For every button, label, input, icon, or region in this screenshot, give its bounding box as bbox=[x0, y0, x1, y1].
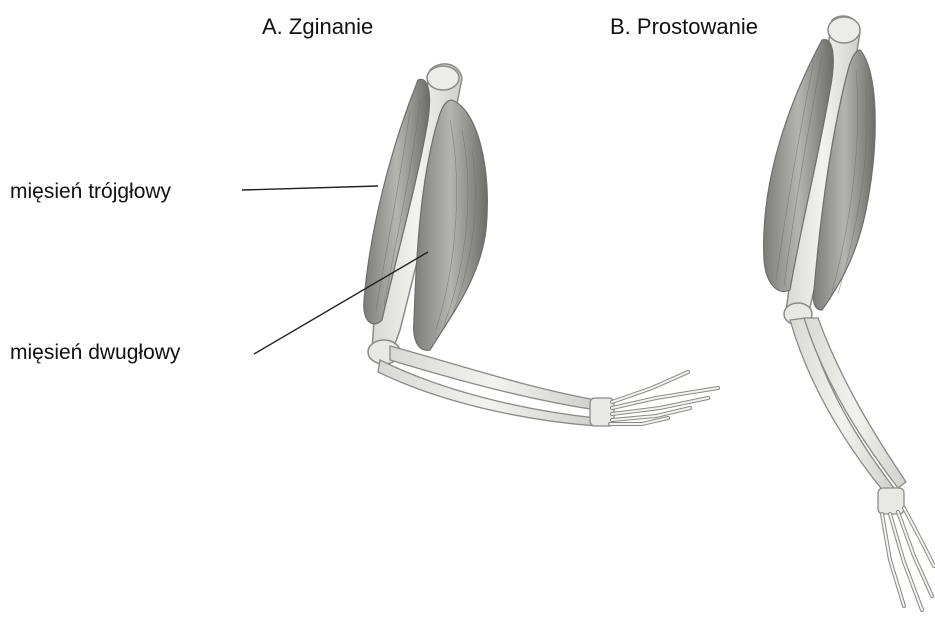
title-extension: B. Prostowanie bbox=[610, 14, 758, 40]
arm-extension bbox=[764, 16, 934, 610]
label-biceps: mięsień dwugłowy bbox=[10, 341, 180, 365]
humerus-head-b bbox=[828, 17, 860, 43]
title-flexion: A. Zginanie bbox=[262, 14, 373, 40]
wrist-bones-b bbox=[878, 488, 904, 514]
arm-flexion bbox=[364, 64, 718, 426]
humerus-head-a bbox=[427, 66, 459, 90]
ulna-bone-b bbox=[804, 318, 906, 488]
label-triceps: mięsień trójgłowy bbox=[10, 180, 171, 204]
leader-line-triceps bbox=[242, 186, 378, 190]
